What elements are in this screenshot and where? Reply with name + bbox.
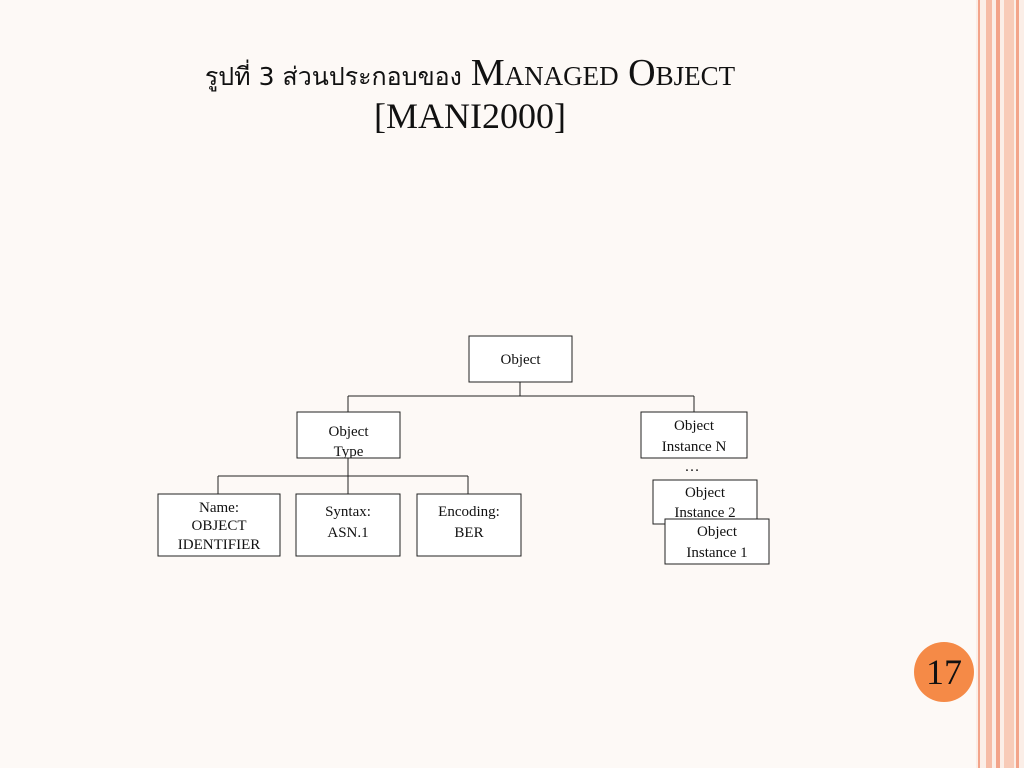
title-prefix: รูปที่ 3 ส่วนประกอบของ — [204, 62, 462, 91]
diagram-connectors — [217, 382, 695, 494]
slide-title: รูปที่ 3 ส่วนประกอบของ Managed Object [M… — [100, 52, 840, 137]
node-syntax-line2: ASN.1 — [327, 525, 368, 541]
node-instance-2: Object Instance 2 — [652, 479, 758, 525]
node-name-line2: OBJECT — [191, 518, 246, 534]
node-object-label: Object — [501, 352, 542, 368]
decorative-edge-stripes — [976, 0, 1024, 768]
title-managed-object: Managed Object — [470, 52, 736, 94]
node-instance-n: Object Instance N — [640, 411, 748, 459]
node-instance-n-line2: Instance N — [662, 439, 727, 455]
node-object-type: Object Type — [296, 411, 401, 460]
node-instance-2-line1: Object — [685, 485, 726, 501]
node-object: Object — [468, 335, 573, 383]
node-encoding: Encoding: BER — [416, 493, 522, 557]
node-instance-1: Object Instance 1 — [664, 518, 770, 565]
node-encoding-line1: Encoding: — [438, 504, 500, 520]
node-name-line3: IDENTIFIER — [178, 537, 261, 553]
node-syntax-line1: Syntax: — [325, 504, 371, 520]
node-instance-1-line2: Instance 1 — [686, 545, 747, 561]
node-name-line1: Name: — [199, 500, 239, 516]
node-instance-1-line1: Object — [697, 524, 738, 540]
node-syntax: Syntax: ASN.1 — [295, 493, 401, 557]
node-object-type-line2: Type — [334, 444, 364, 460]
node-instance-n-line1: Object — [674, 418, 715, 434]
page-number-badge: 17 — [914, 642, 974, 702]
node-name: Name: OBJECT IDENTIFIER — [157, 493, 281, 557]
node-encoding-line2: BER — [454, 525, 483, 541]
title-reference: [MANI2000] — [374, 95, 566, 136]
node-instance-2-line2: Instance 2 — [674, 505, 735, 521]
node-object-type-line1: Object — [329, 424, 370, 440]
title-line-1: รูปที่ 3 ส่วนประกอบของ Managed Object — [100, 52, 840, 96]
instance-ellipsis: … — [685, 459, 700, 475]
